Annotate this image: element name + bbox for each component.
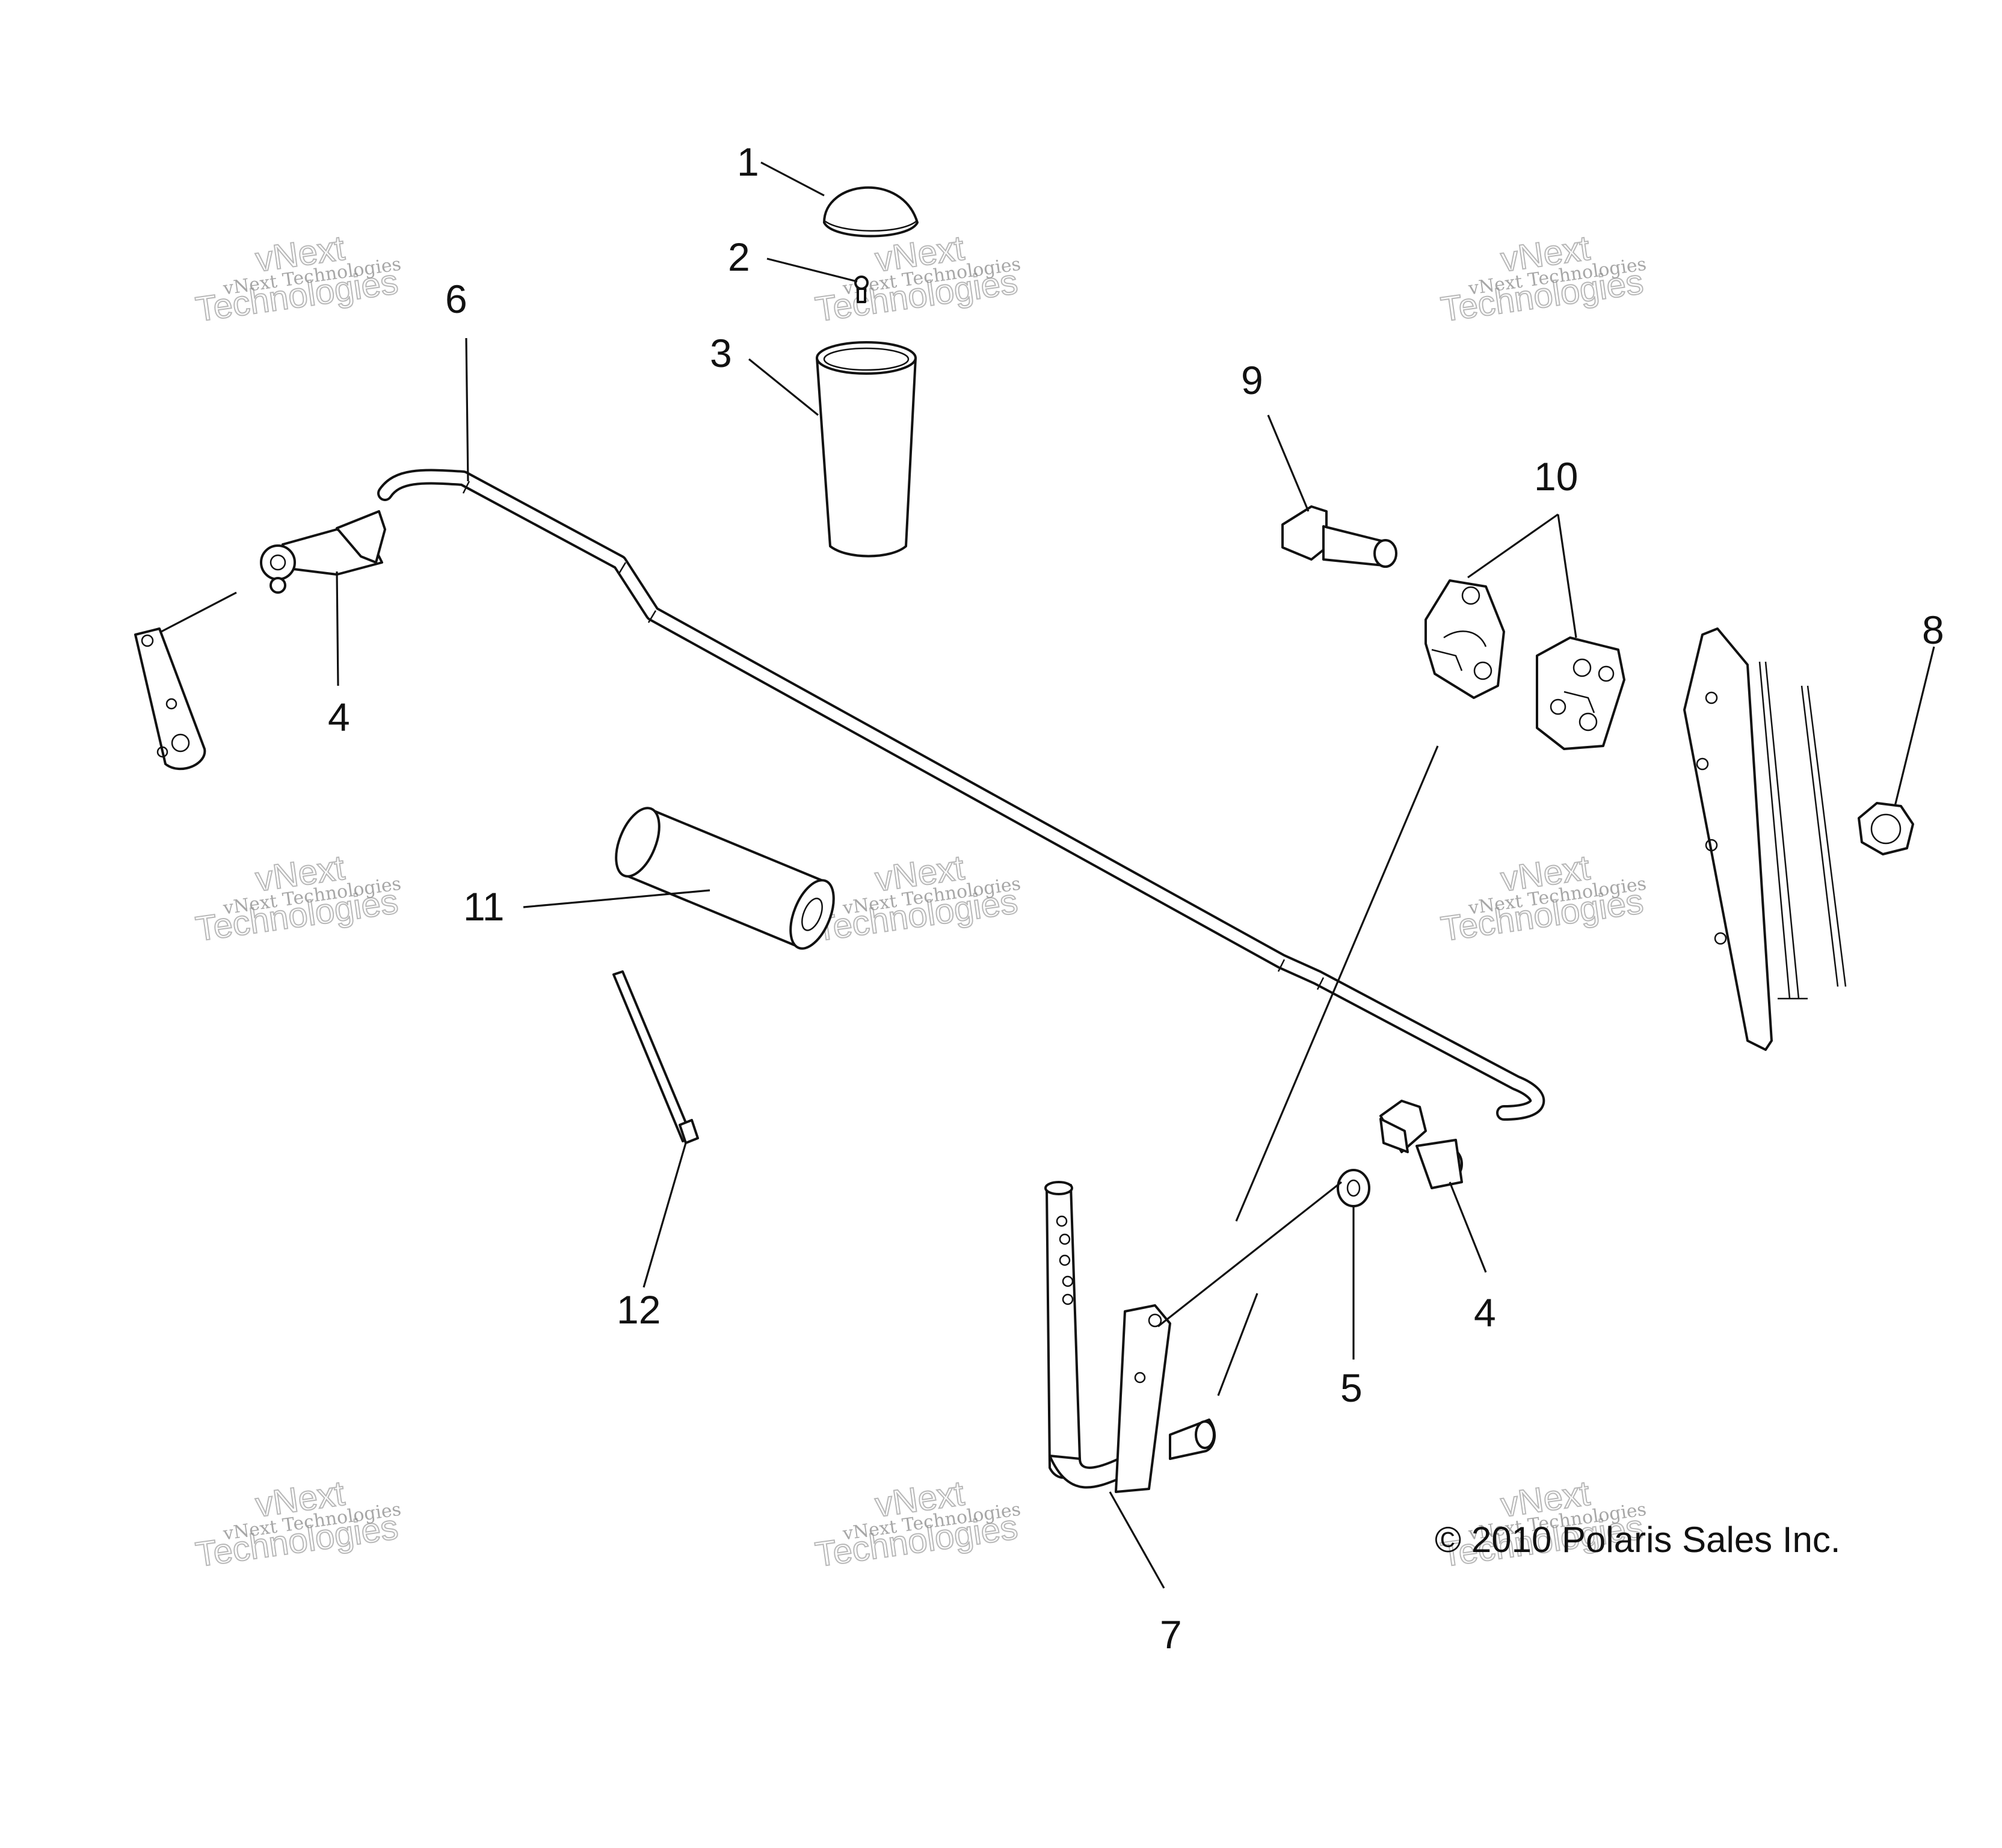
watermark-group: Technologies vNext vNext Technologies Te…: [192, 228, 1648, 1575]
leader-12: [642, 1142, 687, 1288]
part-5-washer: [1337, 1169, 1370, 1207]
part-12-pin: [612, 970, 699, 1144]
part-4-ball-joint-left: [260, 510, 386, 594]
callout-9: 9: [1241, 358, 1263, 402]
watermark: Technologies vNext vNext Technologies: [192, 848, 402, 950]
leader-10b: [1557, 514, 1577, 638]
leader-4b: [1449, 1181, 1487, 1273]
callout-7: 7: [1160, 1612, 1182, 1657]
part-left-bracket: [134, 627, 206, 771]
callout-8: 8: [1922, 608, 1944, 652]
callout-10: 10: [1534, 454, 1578, 499]
part-9-flange-bolt: [1281, 505, 1397, 568]
watermark: Technologies vNext vNext Technologies: [1438, 228, 1648, 330]
watermark: Technologies vNext vNext Technologies: [192, 228, 402, 330]
part-10-damper-a: [1424, 579, 1505, 699]
part-right-mounting-plate: [1683, 627, 1847, 1051]
watermark: Technologies vNext vNext Technologies: [192, 1473, 402, 1575]
part-7-shift-lever: [1044, 1181, 1216, 1493]
leader-11: [523, 889, 710, 908]
watermark: Technologies vNext vNext Technologies: [812, 1473, 1022, 1575]
callout-12: 12: [617, 1287, 661, 1332]
part-10-damper-b: [1536, 636, 1625, 750]
callout-5: 5: [1340, 1366, 1363, 1410]
callout-11: 11: [463, 884, 505, 929]
part-6-shift-rod: [377, 469, 1545, 1121]
watermark: Technologies vNext vNext Technologies: [812, 228, 1022, 330]
callout-6: 6: [445, 277, 467, 321]
leader-10a: [1467, 513, 1559, 579]
leader-1: [760, 161, 825, 197]
leader-9: [1267, 414, 1310, 512]
callout-4b: 4: [1474, 1290, 1496, 1335]
part-3-shift-knob: [816, 341, 917, 558]
leader-lines: [336, 161, 1935, 1589]
part-4-ball-joint-right: [1379, 1100, 1463, 1189]
leader-7: [1109, 1491, 1165, 1589]
callout-3: 3: [710, 331, 732, 375]
assembly-lines: [161, 591, 1439, 1396]
leader-3: [748, 358, 819, 416]
watermark: Technologies vNext vNext Technologies: [1438, 848, 1648, 950]
leader-4a: [336, 571, 339, 686]
callout-numbers: 1 2 3 6 4 9 10 8 11 12 4 5 7: [328, 140, 1944, 1657]
part-1-knob-cap: [823, 186, 919, 238]
callout-4a: 4: [328, 695, 350, 739]
copyright-text: © 2010 Polaris Sales Inc.: [1435, 1520, 1841, 1560]
callout-1: 1: [737, 140, 759, 184]
leader-6: [465, 337, 469, 482]
watermark: Technologies vNext vNext Technologies: [812, 848, 1022, 950]
leader-2: [766, 257, 858, 283]
part-11-sleeve: [615, 807, 835, 950]
callout-2: 2: [728, 235, 750, 279]
part-8-hex-nut: [1858, 802, 1914, 855]
part-2-screw: [854, 276, 869, 303]
leader-8: [1894, 646, 1935, 807]
